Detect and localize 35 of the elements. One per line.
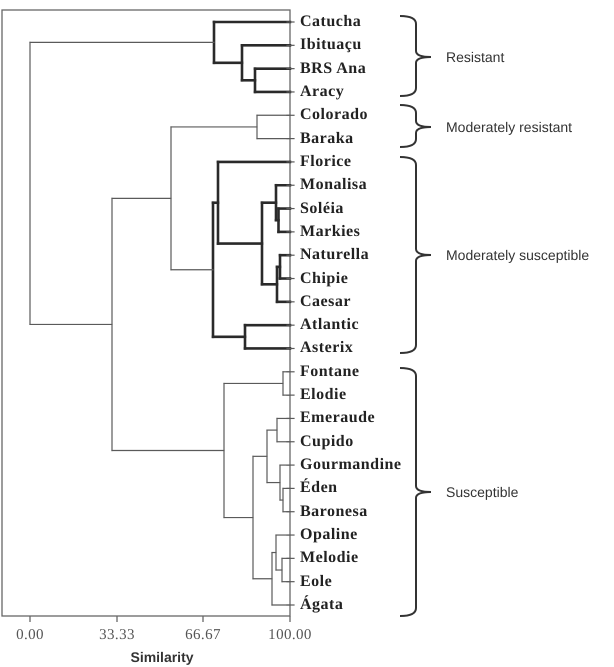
leaf-label: Aracy: [300, 82, 344, 101]
leaf-label: Atlantic: [300, 316, 360, 334]
tick-label: 66.67: [185, 627, 221, 644]
leaf-label: Gourmandine: [300, 456, 402, 474]
group-label: Moderately resistant: [446, 118, 572, 136]
group-label: Susceptible: [446, 484, 518, 500]
tick-label: 0.00: [16, 627, 44, 644]
group-label: Moderately susceptible: [446, 246, 590, 264]
leaf-label: Ágata: [300, 596, 344, 614]
axis-title: Similarity: [130, 649, 194, 665]
leaf-label: Soléia: [300, 200, 344, 218]
leaf-label: Emeraude: [300, 409, 376, 428]
leaf-label: Baraka: [300, 130, 354, 148]
leaf-label: Elodie: [300, 386, 347, 404]
leaf-label: Éden: [300, 479, 338, 498]
leaf-label: Colorado: [300, 106, 368, 124]
leaf-label: Chipie: [300, 270, 348, 288]
leaf-label: Asterix: [300, 339, 354, 358]
tick-label: 100.00: [268, 627, 312, 644]
leaf-label: Baronesa: [300, 502, 368, 521]
leaf-label: Cupido: [300, 432, 354, 451]
leaf-label: Monalisa: [300, 176, 368, 194]
leaf-label: Markies: [300, 222, 360, 241]
tick-label: 33.33: [99, 627, 135, 644]
leaf-label: Melodie: [300, 549, 359, 568]
leaf-label: Naturella: [300, 246, 370, 264]
leaf-label: Fontane: [300, 362, 360, 381]
leaf-label: Eole: [300, 572, 332, 591]
leaf-label: Ibituaçu: [300, 36, 362, 54]
leaf-label: Florice: [300, 152, 352, 171]
leaf-label: Caesar: [300, 292, 351, 311]
leaf-label: Catucha: [300, 13, 362, 31]
leaf-label: Opaline: [300, 526, 358, 544]
group-label: Resistant: [446, 48, 504, 66]
leaf-label: BRS Ana: [300, 60, 366, 78]
